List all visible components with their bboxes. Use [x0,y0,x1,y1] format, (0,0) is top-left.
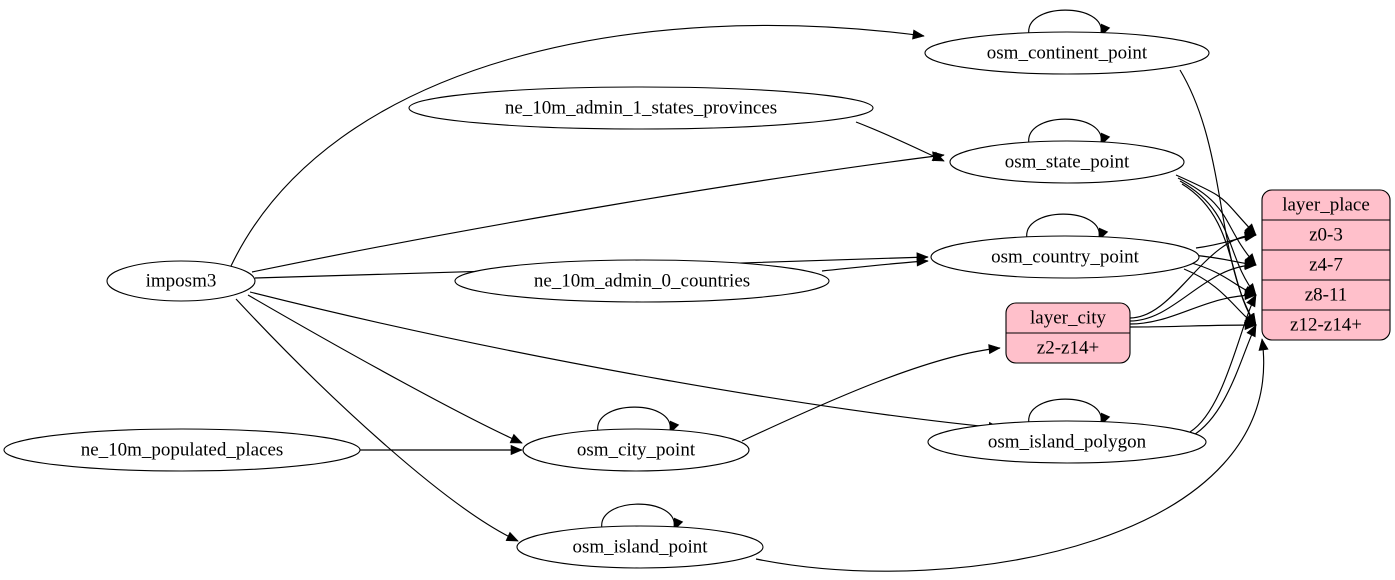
edge-ne1-state [855,121,945,162]
edge-arrowhead [931,151,945,162]
edge-islandpoint-z12 [755,338,1265,572]
node-label-osm_island_point: osm_island_point [572,536,708,557]
edge-imposm3-islandpolygon [249,291,1001,429]
edge-state-port-1 [1177,177,1257,266]
node-shape-osm_island_polygon [927,420,1207,464]
edge-arrowhead [912,29,925,40]
node-osm_city_point[interactable]: osm_city_point [522,428,750,472]
node-shape-osm_continent_point [924,31,1210,75]
node-ne_10m_admin_1_states_provinces[interactable]: ne_10m_admin_1_states_provinces [408,86,874,130]
edge-state-port-3 [1181,183,1257,326]
edge-arrowhead [505,531,519,542]
record-row-layer_place-z4-7[interactable]: z4-7 [1309,254,1343,275]
edge-arrowhead [510,444,523,456]
edge-layer [230,9,1269,572]
record-row-layer_city-z2-z14+[interactable]: z2-z14+ [1037,337,1099,358]
node-label-osm_island_polygon: osm_island_polygon [988,431,1147,452]
node-imposm3[interactable]: imposm3 [106,260,256,302]
node-label-osm_continent_point: osm_continent_point [987,42,1148,63]
edge-state-port-2 [1179,180,1257,296]
node-ne_10m_populated_places[interactable]: ne_10m_populated_places [3,428,361,472]
node-shape-osm_island_point [516,525,764,569]
node-label-ne_10m_populated_places: ne_10m_populated_places [81,439,284,460]
record-row-layer_place-z12-z14+[interactable]: z12-z14+ [1290,314,1362,335]
record-title-layer_place: layer_place [1282,194,1370,215]
record-row-layer_place-z0-3[interactable]: z0-3 [1309,224,1343,245]
edge-imposm3-continent [230,24,925,267]
edge-islandpoly-z12 [1191,324,1257,437]
edge-imposm3-islandpoint [235,298,519,542]
node-osm_island_point[interactable]: osm_island_point [516,525,764,569]
edge-arrowhead [509,433,523,444]
record-node-layer_place[interactable]: layer_place z0-3 z4-7 z8-11 z12-z14+ [1261,189,1391,341]
node-ne_10m_admin_0_countries[interactable]: ne_10m_admin_0_countries [454,259,830,303]
node-label-ne_10m_admin_0_countries: ne_10m_admin_0_countries [534,270,750,291]
node-layer: imposm3 ne_10m_admin_1_states_provincesne… [3,31,1391,569]
self-loop-edge-osm_city_point [597,406,671,433]
node-osm_state_point[interactable]: osm_state_point [949,140,1185,184]
node-osm_continent_point[interactable]: osm_continent_point [924,31,1210,75]
edge-arrowhead [1258,338,1269,351]
record-title-layer_city: layer_city [1030,307,1106,328]
edge-layercity-port-1 [1129,264,1257,322]
self-loop-edge-osm_country_point [1026,213,1100,240]
edge-continent-z12 [1179,69,1257,326]
edge-arrowhead [1246,324,1257,338]
edge-layercity-port-0 [1129,234,1257,319]
record-node-layer_city[interactable]: layer_city z2-z14+ [1005,302,1131,364]
edge-arrowhead [988,344,1001,355]
node-label-osm_country_point: osm_country_point [991,246,1139,267]
record-background-layer_place [1261,189,1391,341]
edge-arrowhead [1244,289,1257,301]
edge-arrowhead [916,256,929,267]
node-label-osm_city_point: osm_city_point [577,439,696,460]
edge-layercity-port-2 [1129,294,1257,325]
node-shape-ne_10m_populated_places [3,428,361,472]
edge-arrowhead [1244,259,1257,271]
node-osm_country_point[interactable]: osm_country_point [930,235,1200,279]
self-loop-edge-osm_continent_point [1028,9,1102,36]
edge-layercity-port-3 [1129,324,1257,328]
node-shape-osm_country_point [930,235,1200,279]
node-shape-osm_state_point [949,140,1185,184]
node-label-imposm3: imposm3 [146,270,217,291]
edge-ne0-country [821,260,929,272]
record-row-layer_place-z8-11[interactable]: z8-11 [1305,284,1348,305]
node-label-osm_state_point: osm_state_point [1005,151,1130,172]
node-shape-imposm3 [106,260,256,302]
edge-arrowhead [1246,294,1257,308]
edge-imposm3-state [251,154,945,273]
node-shape-ne_10m_admin_1_states_provinces [408,86,874,130]
node-osm_island_polygon[interactable]: osm_island_polygon [927,420,1207,464]
self-loop-edge-osm_island_point [601,503,675,530]
self-loop-edge-osm_island_polygon [1028,398,1102,425]
edge-city-layercity [741,347,1001,442]
node-label-ne_10m_admin_1_states_provinces: ne_10m_admin_1_states_provinces [505,97,777,118]
self-loop-edge-osm_state_point [1028,118,1102,145]
edge-imposm3-city [247,294,523,444]
edge-state-port-0 [1175,174,1257,236]
edge-arrowhead [1244,319,1257,331]
node-shape-osm_city_point [522,428,750,472]
edge-arrowhead [1244,229,1257,241]
node-shape-ne_10m_admin_0_countries [454,259,830,303]
edge-islandpoly-z8 [1189,294,1257,433]
